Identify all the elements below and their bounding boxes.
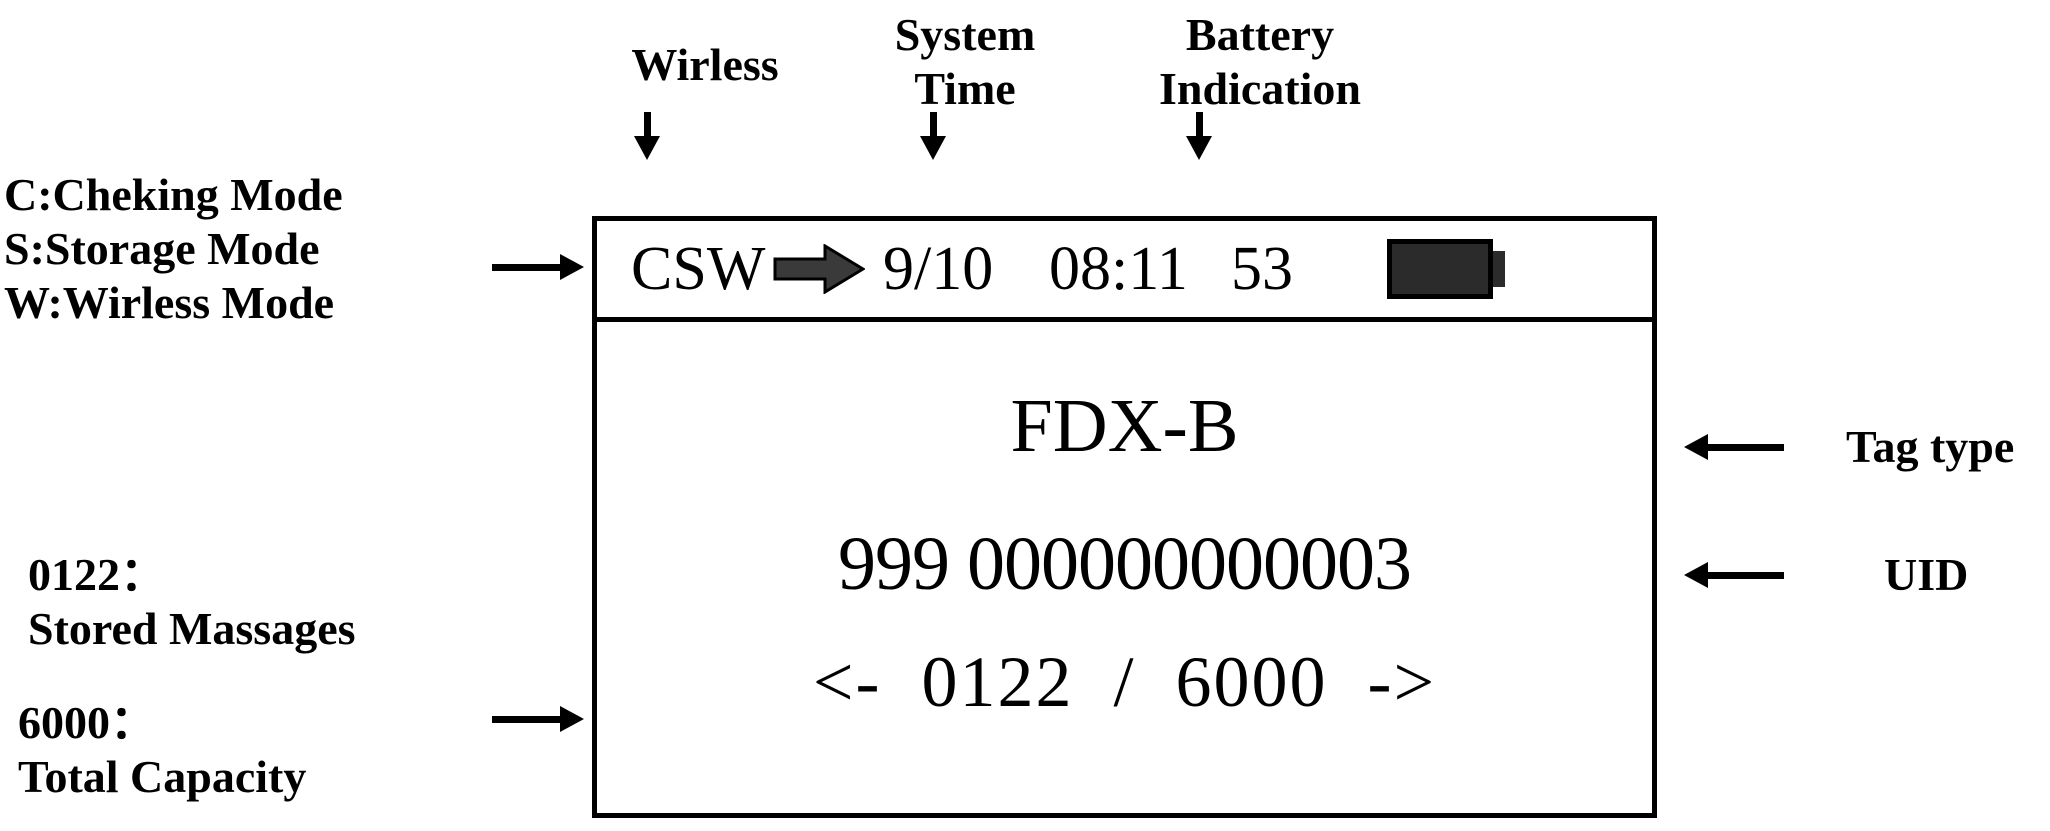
callout-label-total-capacity: 6000： Total Capacity (18, 697, 307, 802)
arrow-head (634, 136, 660, 160)
arrow-head (1186, 136, 1212, 160)
lcd-status-bar: CSW 9/10 08:11 53 (597, 221, 1652, 322)
callout-label-uid: UID (1884, 549, 1969, 600)
lcd-body: FDX-B 999 000000000003 <- 0122 / 6000 -> (597, 322, 1652, 818)
arrow-down-icon-system-time (916, 112, 950, 160)
arrow-shaft (492, 263, 562, 271)
arrow-head (560, 706, 584, 732)
arrow-head (920, 136, 946, 160)
arrow-shaft (1706, 443, 1784, 451)
callout-label-system-time: System Time (894, 9, 1036, 114)
arrow-down-icon-battery (1182, 112, 1216, 160)
arrow-shaft (492, 715, 562, 723)
arrow-head (560, 254, 584, 280)
arrow-head (1684, 434, 1708, 460)
arrow-left-icon-tag-type (1684, 432, 1784, 462)
status-mode-indicator: CSW (631, 235, 766, 303)
callout-label-stored-messages: 0122： Stored Massages (28, 549, 356, 654)
lcd-tag-type: FDX-B (1010, 384, 1239, 468)
wireless-arrow-icon (773, 243, 866, 295)
battery-icon (1387, 239, 1505, 299)
callout-label-wireless: Wirless (631, 39, 779, 90)
status-time: 08:11 (1049, 235, 1188, 303)
lcd-record-nav: <- 0122 / 6000 -> (812, 642, 1437, 722)
arrow-right-icon-mode-legend (492, 252, 584, 282)
status-date: 9/10 (883, 235, 994, 303)
callout-label-battery-indication: Battery Indication (1159, 9, 1361, 114)
callout-label-tag-type: Tag type (1846, 421, 2015, 472)
arrow-shaft (1195, 112, 1203, 138)
arrow-left-icon-uid (1684, 560, 1784, 590)
arrow-right-icon-total-capacity (492, 704, 584, 734)
arrow-down-icon-wireless (630, 112, 664, 160)
status-battery-percent: 53 (1231, 235, 1293, 303)
battery-nub (1491, 251, 1505, 287)
lcd-screen: CSW 9/10 08:11 53 FDX-B 999 000000000003… (592, 216, 1657, 818)
arrow-shaft (643, 112, 651, 138)
arrow-shaft (929, 112, 937, 138)
lcd-uid: 999 000000000003 (838, 522, 1412, 606)
arrow-head (1684, 562, 1708, 588)
battery-shell (1387, 239, 1493, 299)
callout-label-mode-legend: C:Cheking Mode S:Storage Mode W:Wirless … (4, 169, 343, 328)
arrow-shaft (1706, 571, 1784, 579)
